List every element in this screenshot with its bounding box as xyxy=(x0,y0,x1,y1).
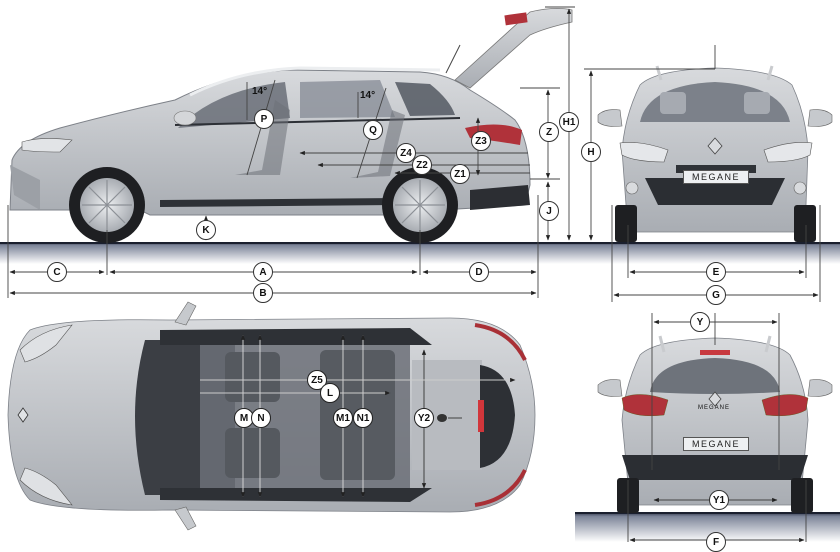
label-y2: Y2 xyxy=(414,408,434,428)
label-y: Y xyxy=(690,312,710,332)
rear-badge-plate: MEGANE xyxy=(683,437,749,451)
side-view-car xyxy=(9,8,573,243)
label-f: F xyxy=(706,532,726,552)
label-k: K xyxy=(196,220,216,240)
label-g: G xyxy=(706,285,726,305)
label-a: A xyxy=(253,262,273,282)
label-p: P xyxy=(254,109,274,129)
label-h: H xyxy=(581,142,601,162)
label-j: J xyxy=(539,201,559,221)
label-c: C xyxy=(47,262,67,282)
rear-view-car xyxy=(597,335,833,513)
label-n1: N1 xyxy=(353,408,373,428)
rear-tailgate-script: MEGANE xyxy=(698,405,731,411)
angle-front-seat: 14° xyxy=(252,86,268,97)
label-l: L xyxy=(320,383,340,403)
label-z1: Z1 xyxy=(450,164,470,184)
label-z2: Z2 xyxy=(412,155,432,175)
label-m1: M1 xyxy=(333,408,353,428)
front-badge-plate: MEGANE xyxy=(683,170,749,184)
label-z3: Z3 xyxy=(471,131,491,151)
top-view-car xyxy=(7,301,536,531)
label-d: D xyxy=(469,262,489,282)
label-n: N xyxy=(251,408,271,428)
label-b: B xyxy=(253,283,273,303)
label-h1: H1 xyxy=(559,112,579,132)
label-z4: Z4 xyxy=(396,143,416,163)
label-e: E xyxy=(706,262,726,282)
label-q: Q xyxy=(363,120,383,140)
label-z: Z xyxy=(539,122,559,142)
label-y1: Y1 xyxy=(709,490,729,510)
front-view-car xyxy=(597,65,833,242)
angle-rear-seat: 14° xyxy=(360,90,376,101)
